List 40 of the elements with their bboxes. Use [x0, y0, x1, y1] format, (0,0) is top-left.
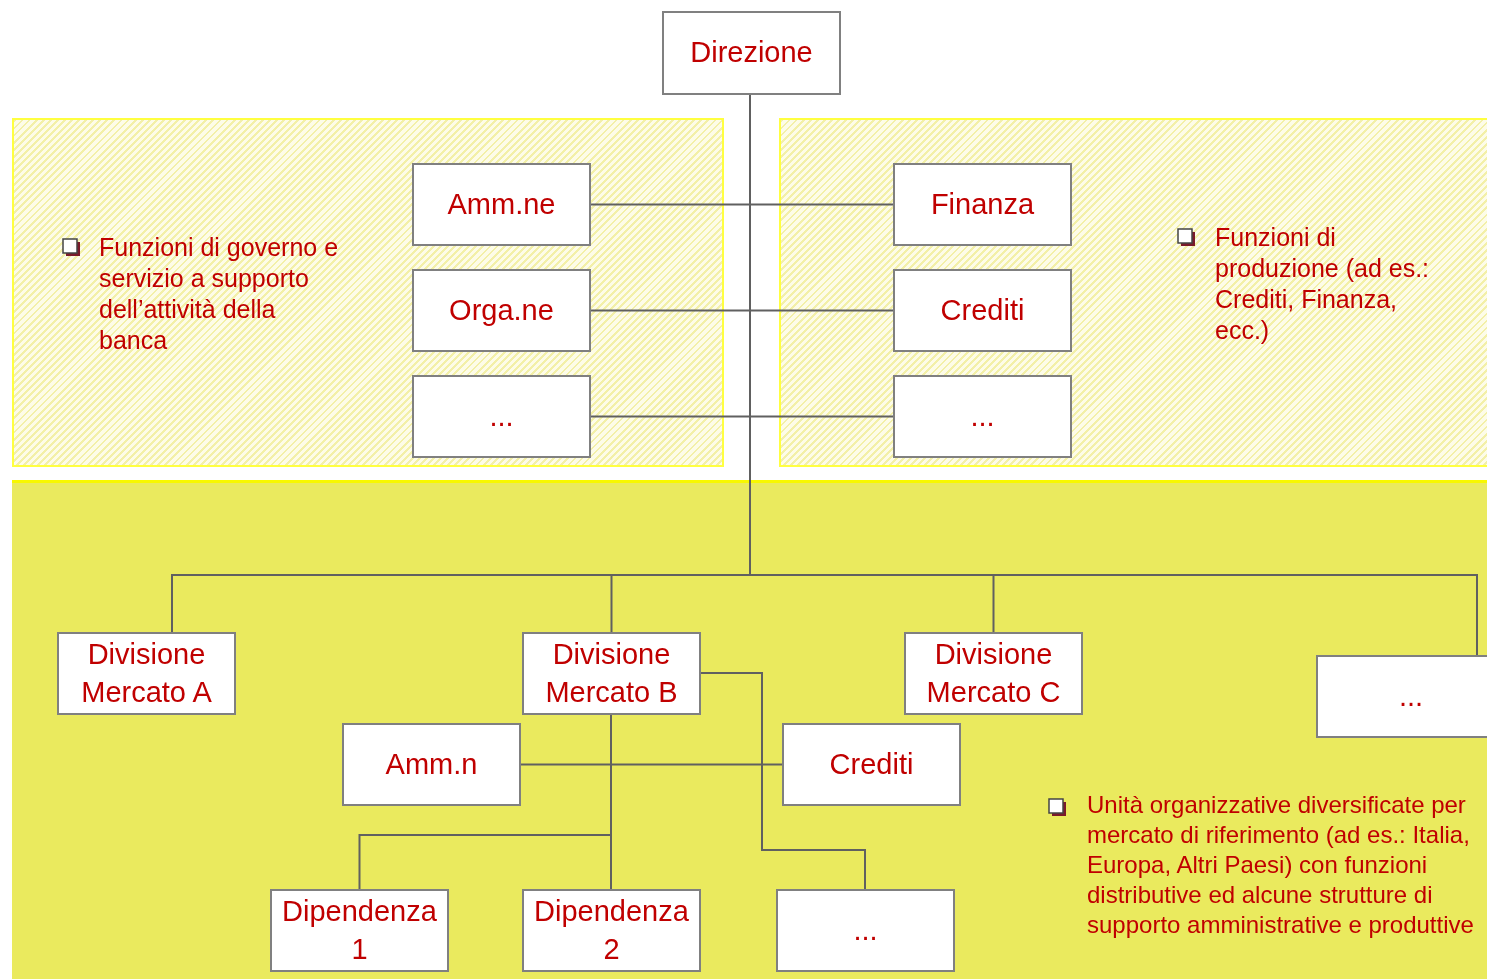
box-label: ...: [969, 398, 996, 434]
org-box: [342, 723, 521, 806]
org-box: [412, 269, 591, 352]
box-label: Amm.ne: [446, 186, 557, 222]
org-box: [57, 632, 236, 715]
org-box: [522, 889, 701, 972]
org-box: [662, 11, 841, 95]
org-box: [782, 723, 961, 806]
org-box: [412, 375, 591, 458]
division-area: [12, 480, 1487, 979]
org-box: [270, 889, 449, 972]
box-label: ...: [1397, 678, 1425, 714]
box-label: Finanza: [929, 186, 1036, 222]
connector-line: [700, 672, 866, 890]
box-label: ...: [852, 912, 879, 948]
org-box: [893, 269, 1072, 352]
description-text: Funzioni di governo e servizio a supporto dell’attività della banca: [99, 232, 340, 356]
box-label: Dipendenza 2: [533, 894, 690, 967]
box-label: Divisione Mercato C: [925, 637, 1062, 710]
connector-line: [610, 714, 612, 890]
org-box: [522, 632, 701, 715]
box-label: Dipendenza 1: [281, 894, 438, 967]
description-text: Funzioni di produzione (ad es.: Crediti, Finanza, ecc.): [1215, 222, 1431, 346]
hatched-area: [779, 118, 1487, 467]
org-box: [893, 375, 1072, 458]
box-label: Crediti: [828, 746, 915, 782]
box-label: ...: [488, 398, 515, 434]
box-label: Orga.ne: [448, 292, 555, 328]
hatched-area: [12, 118, 724, 467]
box-label: Divisione Mercato B: [544, 637, 679, 710]
description-text: Unità organizzative diversificate per mercato di riferimento (ad es.: Italia, Europa, Altri Paesi) con funzioni distributive ed alcune strutture di supporto amministrative e produttive: [1087, 790, 1475, 940]
box-label: Crediti: [939, 292, 1026, 328]
org-box: [1316, 655, 1487, 738]
org-box: [904, 632, 1083, 715]
box-label: Amm.n: [384, 746, 479, 782]
org-box: [893, 163, 1072, 246]
org-box: [776, 889, 955, 972]
box-label: Divisione Mercato A: [80, 637, 213, 710]
box-label: Direzione: [689, 35, 814, 71]
org-box: [412, 163, 591, 246]
